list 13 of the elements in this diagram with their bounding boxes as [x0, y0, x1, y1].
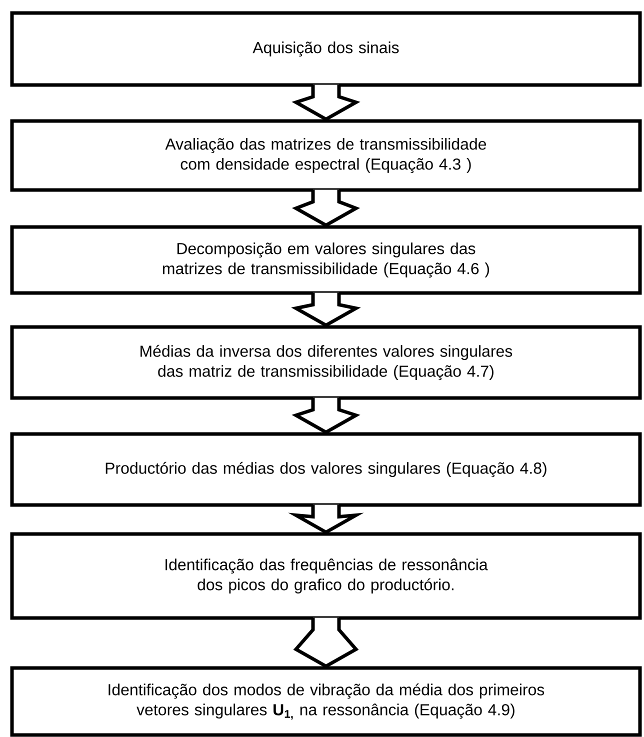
- block-arrow: [292, 396, 360, 434]
- block-arrow: [291, 291, 361, 328]
- process-box: Identificação dos modos de vibração da média dos primeiros vetores singulares U$_{1,}$ na ressonância (Equação 4.9): [10, 666, 642, 737]
- block-arrow: [292, 83, 360, 122]
- block-arrow: [293, 616, 359, 668]
- process-box: Identificação das frequências de ressonância dos picos do grafico do productório.: [10, 532, 642, 620]
- process-box: Aquisição dos sinais: [10, 11, 642, 87]
- process-box: Productório das médias dos valores singulares (Equação 4.8): [10, 432, 642, 507]
- block-arrow: [292, 188, 360, 228]
- process-box: Avaliação das matrizes de transmissibilidade com densidade espectral (Equação 4.3 ): [10, 119, 642, 192]
- process-box: Decomposição em valores singulares das matrizes de transmissibilidade (Equação 4.6 ): [10, 225, 642, 295]
- block-arrow: [288, 503, 364, 534]
- process-box: Médias da inversa dos diferentes valores singulares das matriz de transmissibilidade (Equação 4.7): [10, 325, 642, 400]
